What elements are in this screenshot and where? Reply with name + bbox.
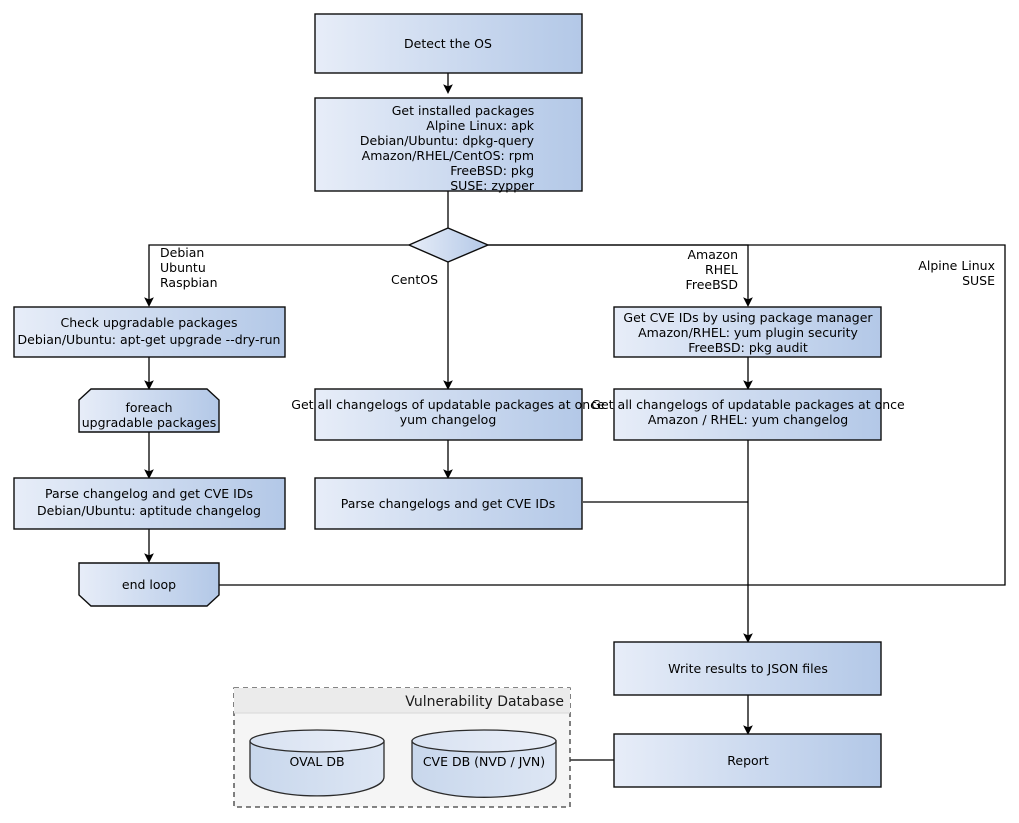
- parse-left-line-0: Parse changelog and get CVE IDs: [45, 486, 253, 501]
- db-cylinder-cve[interactable]: CVE DB (NVD / JVN): [411, 729, 557, 798]
- foreach-loop-shape[interactable]: [78, 388, 220, 433]
- node-end-loop[interactable]: end loop: [78, 562, 220, 607]
- oval-db-label: OVAL DB: [289, 754, 344, 769]
- vulndb-title: Vulnerability Database: [405, 694, 564, 710]
- cve-db-label: CVE DB (NVD / JVN): [423, 754, 545, 769]
- vulndb-header-band: [234, 688, 570, 713]
- check-upgradable-line-1: Debian/Ubuntu: apt-get upgrade --dry-run: [18, 332, 281, 347]
- parse-left-line-1: Debian/Ubuntu: aptitude changelog: [37, 503, 261, 518]
- parse-center-label: Parse changelogs and get CVE IDs: [341, 496, 555, 511]
- node-changelogs-center[interactable]: Get all changelogs of updatable packages…: [291, 388, 605, 441]
- foreach-line-0: foreach: [125, 400, 172, 415]
- node-foreach-loop[interactable]: foreach upgradable packages: [78, 388, 220, 433]
- cve-db-top: [411, 729, 557, 753]
- node-get-installed-packages[interactable]: Get installed packages Alpine Linux: apk…: [314, 97, 583, 193]
- node-report[interactable]: Report: [613, 733, 882, 788]
- centos-label-0: CentOS: [391, 272, 438, 287]
- get-installed-packages-box[interactable]: [314, 97, 583, 192]
- oval-db-top: [249, 729, 385, 753]
- changelogs-right-line-0: Get all changelogs of updatable packages…: [591, 397, 905, 412]
- changelogs-right-box[interactable]: [613, 388, 882, 441]
- connectors: [144, 73, 1006, 761]
- amazon-label-0: Amazon: [687, 247, 738, 262]
- node-changelogs-right[interactable]: Get all changelogs of updatable packages…: [591, 388, 905, 441]
- get-packages-line-0: Get installed packages: [392, 103, 535, 118]
- vulnerability-database-group: Vulnerability Database OVAL DB CVE DB (N…: [233, 687, 571, 808]
- report-label: Report: [727, 753, 769, 768]
- get-packages-line-1: Alpine Linux: apk: [426, 118, 534, 133]
- write-results-label: Write results to JSON files: [668, 661, 828, 676]
- oval-db-body[interactable]: [249, 740, 385, 797]
- get-cve-line-0: Get CVE IDs by using package manager: [623, 310, 873, 325]
- branch-label-alpine: Alpine Linux SUSE: [918, 258, 995, 288]
- branch-label-amazon: Amazon RHEL FreeBSD: [686, 247, 738, 292]
- write-results-box[interactable]: [613, 641, 882, 696]
- get-cve-line-1: Amazon/RHEL: yum plugin security: [638, 325, 858, 340]
- debian-label-0: Debian: [160, 245, 204, 260]
- edge-decision-to-alpine: [216, 244, 1006, 586]
- cve-db-body[interactable]: [411, 740, 557, 798]
- check-upgradable-line-0: Check upgradable packages: [61, 315, 238, 330]
- foreach-line-1: upgradable packages: [82, 415, 217, 430]
- get-packages-line-2: Debian/Ubuntu: dpkg-query: [360, 133, 535, 148]
- node-write-results[interactable]: Write results to JSON files: [613, 641, 882, 696]
- changelogs-center-box[interactable]: [314, 388, 583, 441]
- amazon-label-1: RHEL: [705, 262, 738, 277]
- alpine-label-0: Alpine Linux: [918, 258, 995, 273]
- node-os-decision[interactable]: [407, 227, 490, 263]
- get-cve-line-2: FreeBSD: pkg audit: [688, 340, 808, 355]
- get-cve-pkg-manager-box[interactable]: [613, 306, 882, 358]
- parse-changelogs-center-box[interactable]: [314, 477, 583, 530]
- get-packages-line-4: FreeBSD: pkg: [450, 163, 534, 178]
- amazon-label-2: FreeBSD: [686, 277, 738, 292]
- node-detect-os[interactable]: Detect the OS: [314, 13, 583, 74]
- changelogs-center-line-0: Get all changelogs of updatable packages…: [291, 397, 605, 412]
- os-decision-diamond[interactable]: [407, 227, 490, 263]
- get-packages-line-3: Amazon/RHEL/CentOS: rpm: [362, 148, 534, 163]
- edge-decision-to-debian: [144, 244, 409, 307]
- branch-label-debian: Debian Ubuntu Raspbian: [160, 245, 218, 290]
- debian-label-2: Raspbian: [160, 275, 218, 290]
- end-loop-label: end loop: [122, 577, 176, 592]
- detect-os-box[interactable]: [314, 13, 583, 74]
- node-parse-changelog-left[interactable]: Parse changelog and get CVE IDs Debian/U…: [13, 477, 286, 530]
- report-box[interactable]: [613, 733, 882, 788]
- db-cylinder-oval[interactable]: OVAL DB: [249, 729, 385, 797]
- get-packages-line-5: SUSE: zypper: [450, 178, 535, 193]
- node-parse-changelogs-center[interactable]: Parse changelogs and get CVE IDs: [314, 477, 583, 530]
- branch-label-centos: CentOS: [391, 272, 438, 287]
- node-check-upgradable[interactable]: Check upgradable packages Debian/Ubuntu:…: [13, 306, 286, 358]
- detect-os-label: Detect the OS: [404, 36, 492, 51]
- end-loop-shape[interactable]: [78, 562, 220, 607]
- parse-changelog-left-box[interactable]: [13, 477, 286, 530]
- changelogs-right-line-1: Amazon / RHEL: yum changelog: [648, 412, 848, 427]
- node-get-cve-pkg-manager[interactable]: Get CVE IDs by using package manager Ama…: [613, 306, 882, 358]
- alpine-label-1: SUSE: [962, 273, 995, 288]
- changelogs-center-line-1: yum changelog: [400, 412, 497, 427]
- debian-label-1: Ubuntu: [160, 260, 206, 275]
- check-upgradable-box[interactable]: [13, 306, 286, 358]
